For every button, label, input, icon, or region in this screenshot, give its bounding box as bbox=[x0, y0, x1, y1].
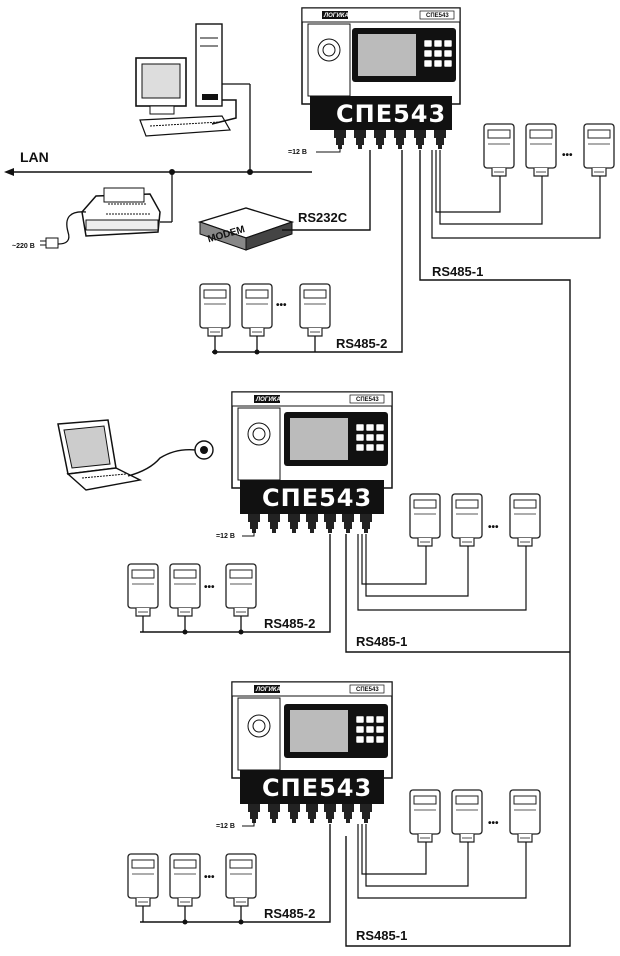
device-2-model-tag: СПЕ543 bbox=[356, 397, 379, 403]
device-2-brand: ЛОГИКА bbox=[255, 397, 281, 403]
laptop-icon bbox=[57, 419, 214, 491]
printer-icon bbox=[40, 187, 161, 249]
meter-ellipsis-1: ••• bbox=[562, 150, 573, 161]
device-1: ЛОГИКА СПЕ543 СПЕ543 bbox=[301, 7, 461, 149]
power-220v-label: ~220 В bbox=[12, 243, 35, 250]
computer-icon bbox=[135, 23, 237, 137]
rs485-2-label-top: RS485-2 bbox=[336, 336, 387, 351]
modem-icon: MODEM bbox=[197, 207, 295, 251]
meter-ellipsis-2: ••• bbox=[276, 300, 287, 311]
meter-ellipsis-4: ••• bbox=[488, 522, 499, 533]
rs485-1-label-top: RS485-1 bbox=[432, 264, 483, 279]
lan-label: LAN bbox=[20, 149, 49, 165]
device-1-brand: ЛОГИКА bbox=[323, 13, 349, 19]
device-3: ЛОГИКА СПЕ543 СПЕ543 bbox=[231, 681, 393, 823]
rs232c-label: RS232C bbox=[298, 210, 348, 225]
device-2-power-label: =12 В bbox=[216, 533, 235, 540]
rs485-2-label-bottom: RS485-2 bbox=[264, 906, 315, 921]
device-3-brand: ЛОГИКА bbox=[255, 687, 281, 693]
device-3-title: СПЕ543 bbox=[262, 774, 372, 802]
device-1-model-tag: СПЕ543 bbox=[426, 13, 449, 19]
device-2-title: СПЕ543 bbox=[262, 484, 372, 512]
device-3-model-tag: СПЕ543 bbox=[356, 687, 379, 693]
device-1-title: СПЕ543 bbox=[336, 100, 446, 128]
rs485-1-label-mid: RS485-1 bbox=[356, 634, 407, 649]
device-3-power-label: =12 В bbox=[216, 823, 235, 830]
rs485-1-label-bottom: RS485-1 bbox=[356, 928, 407, 943]
meter-ellipsis-3: ••• bbox=[204, 582, 215, 593]
meter-ellipsis-6: ••• bbox=[488, 818, 499, 829]
device-1-power-label: =12 В bbox=[288, 149, 307, 156]
device-2: ЛОГИКА СПЕ543 СПЕ543 bbox=[231, 391, 393, 533]
meter-ellipsis-5: ••• bbox=[204, 872, 215, 883]
rs485-2-label-mid: RS485-2 bbox=[264, 616, 315, 631]
